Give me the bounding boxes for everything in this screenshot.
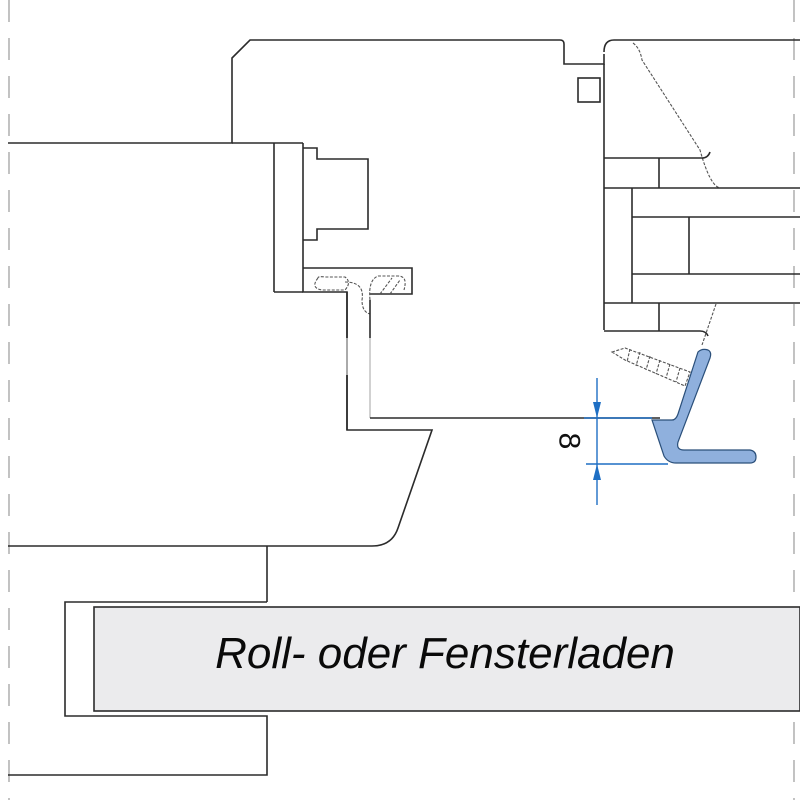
- header-step: [563, 44, 605, 65]
- dimension-arrow-top: [593, 402, 601, 418]
- screw-icon: [610, 347, 691, 387]
- shutter-bracket: [8, 601, 268, 776]
- glazing-bead-contour: [632, 42, 721, 189]
- small-tenon: [577, 77, 601, 103]
- seal-profile: [651, 348, 757, 464]
- header-right-top: [603, 39, 800, 53]
- upper-bead-bottom: [604, 151, 711, 159]
- seal-lip-right: [369, 275, 406, 301]
- dimension-value: 8: [553, 433, 586, 450]
- lower-bead-bottom: [604, 330, 709, 337]
- shutter-label-box: [93, 606, 800, 712]
- seal-channel: [303, 267, 413, 295]
- nose-block: [303, 147, 369, 241]
- seal-lip-left: [314, 276, 371, 315]
- upper-frame-block: [8, 39, 565, 144]
- shutter-label: Roll- oder Fensterladen: [215, 629, 675, 678]
- lower-bead-contour: [701, 303, 717, 346]
- dimension-arrow-bottom: [593, 464, 601, 480]
